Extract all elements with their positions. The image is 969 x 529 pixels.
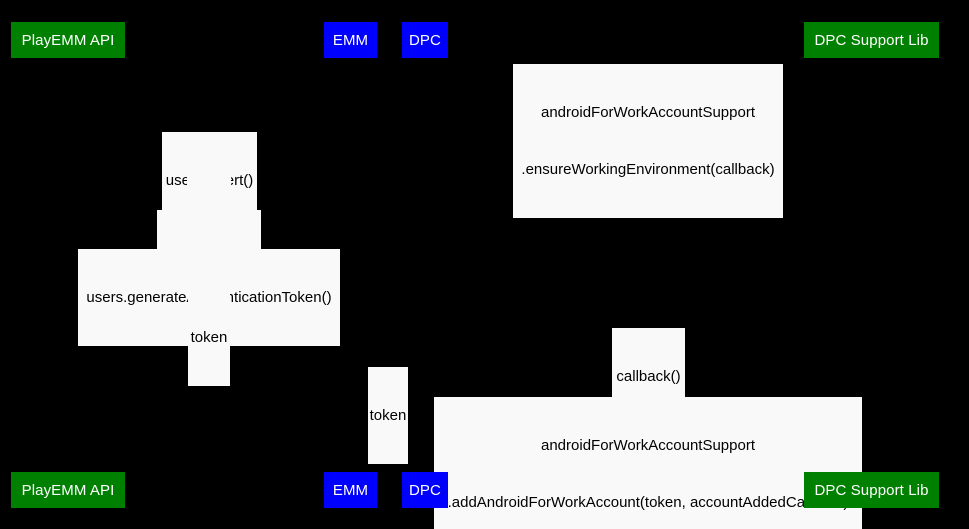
message-ensure-working-environment[interactable]: androidForWorkAccountSupport .ensureWork… bbox=[513, 64, 783, 218]
message-line-1: androidForWorkAccountSupport bbox=[541, 104, 755, 121]
message-add-android-for-work-account[interactable]: androidForWorkAccountSupport .addAndroid… bbox=[434, 397, 862, 529]
participant-bottom-emm[interactable]: EMM bbox=[324, 472, 377, 508]
participant-label: DPC Support Lib bbox=[814, 481, 929, 499]
participant-bottom-dpc-support-lib[interactable]: DPC Support Lib bbox=[804, 472, 939, 508]
participant-top-dpc-support-lib[interactable]: DPC Support Lib bbox=[804, 22, 939, 58]
participant-label: EMM bbox=[332, 31, 369, 49]
participant-bottom-dpc[interactable]: DPC bbox=[402, 472, 448, 508]
participant-label: PlayEMM API bbox=[21, 31, 115, 49]
participant-label: DPC bbox=[409, 31, 441, 49]
message-token-to-dpc[interactable]: token bbox=[368, 367, 408, 464]
participant-top-playemm-api[interactable]: PlayEMM API bbox=[11, 22, 125, 58]
participant-top-emm[interactable]: EMM bbox=[324, 22, 377, 58]
participant-label: DPC bbox=[409, 481, 441, 499]
message-line-2: .ensureWorkingEnvironment(callback) bbox=[521, 161, 775, 178]
message-line-1: androidForWorkAccountSupport bbox=[541, 437, 755, 454]
lifeline-dpc-support-lib bbox=[871, 57, 872, 463]
participant-top-dpc[interactable]: DPC bbox=[402, 22, 448, 58]
message-line-1: token bbox=[190, 329, 228, 346]
lifeline-emm bbox=[350, 57, 351, 463]
message-token-to-emm[interactable]: token bbox=[188, 289, 230, 386]
message-line-1: token bbox=[369, 407, 407, 424]
lifeline-playemm-api bbox=[67, 57, 68, 463]
lifeline-dpc bbox=[424, 57, 425, 463]
participant-label: PlayEMM API bbox=[21, 481, 115, 499]
participant-bottom-playemm-api[interactable]: PlayEMM API bbox=[11, 472, 125, 508]
participant-label: EMM bbox=[332, 481, 369, 499]
participant-label: DPC Support Lib bbox=[814, 31, 929, 49]
message-line-1: callback() bbox=[616, 368, 681, 385]
message-line-2: .addAndroidForWorkAccount(token, account… bbox=[447, 494, 849, 511]
